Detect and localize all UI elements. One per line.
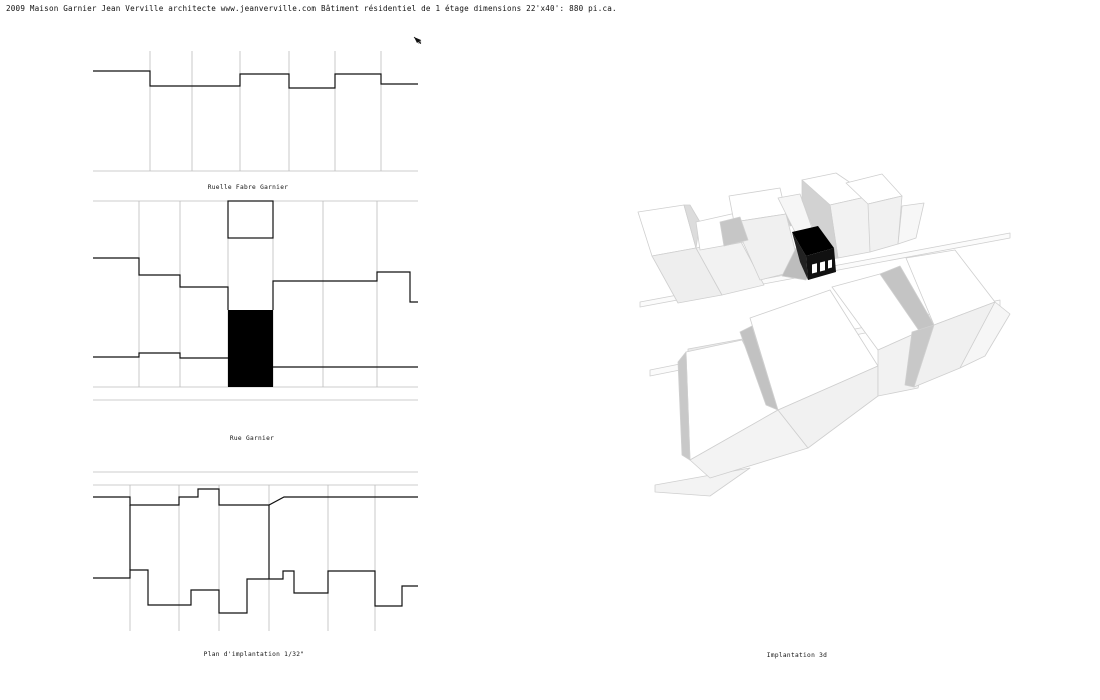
street-label-ruelle: Ruelle Fabre Garnier [207, 184, 289, 191]
project-footprint [228, 310, 273, 387]
project-volume-3d [792, 226, 836, 280]
plan-block-middle [93, 200, 418, 401]
north-arrow-label: N [418, 40, 422, 46]
axonometric-caption: Implantation 3d [766, 652, 828, 659]
sheet-title: 2009 Maison Garnier Jean Verville archit… [6, 4, 617, 13]
street-label-rue: Rue Garnier [229, 435, 275, 442]
plan-block-bottom [93, 471, 418, 631]
plan-caption: Plan d'implantation 1/32" [203, 651, 305, 658]
north-arrow-icon [413, 36, 421, 44]
plan-block-top [93, 51, 418, 172]
